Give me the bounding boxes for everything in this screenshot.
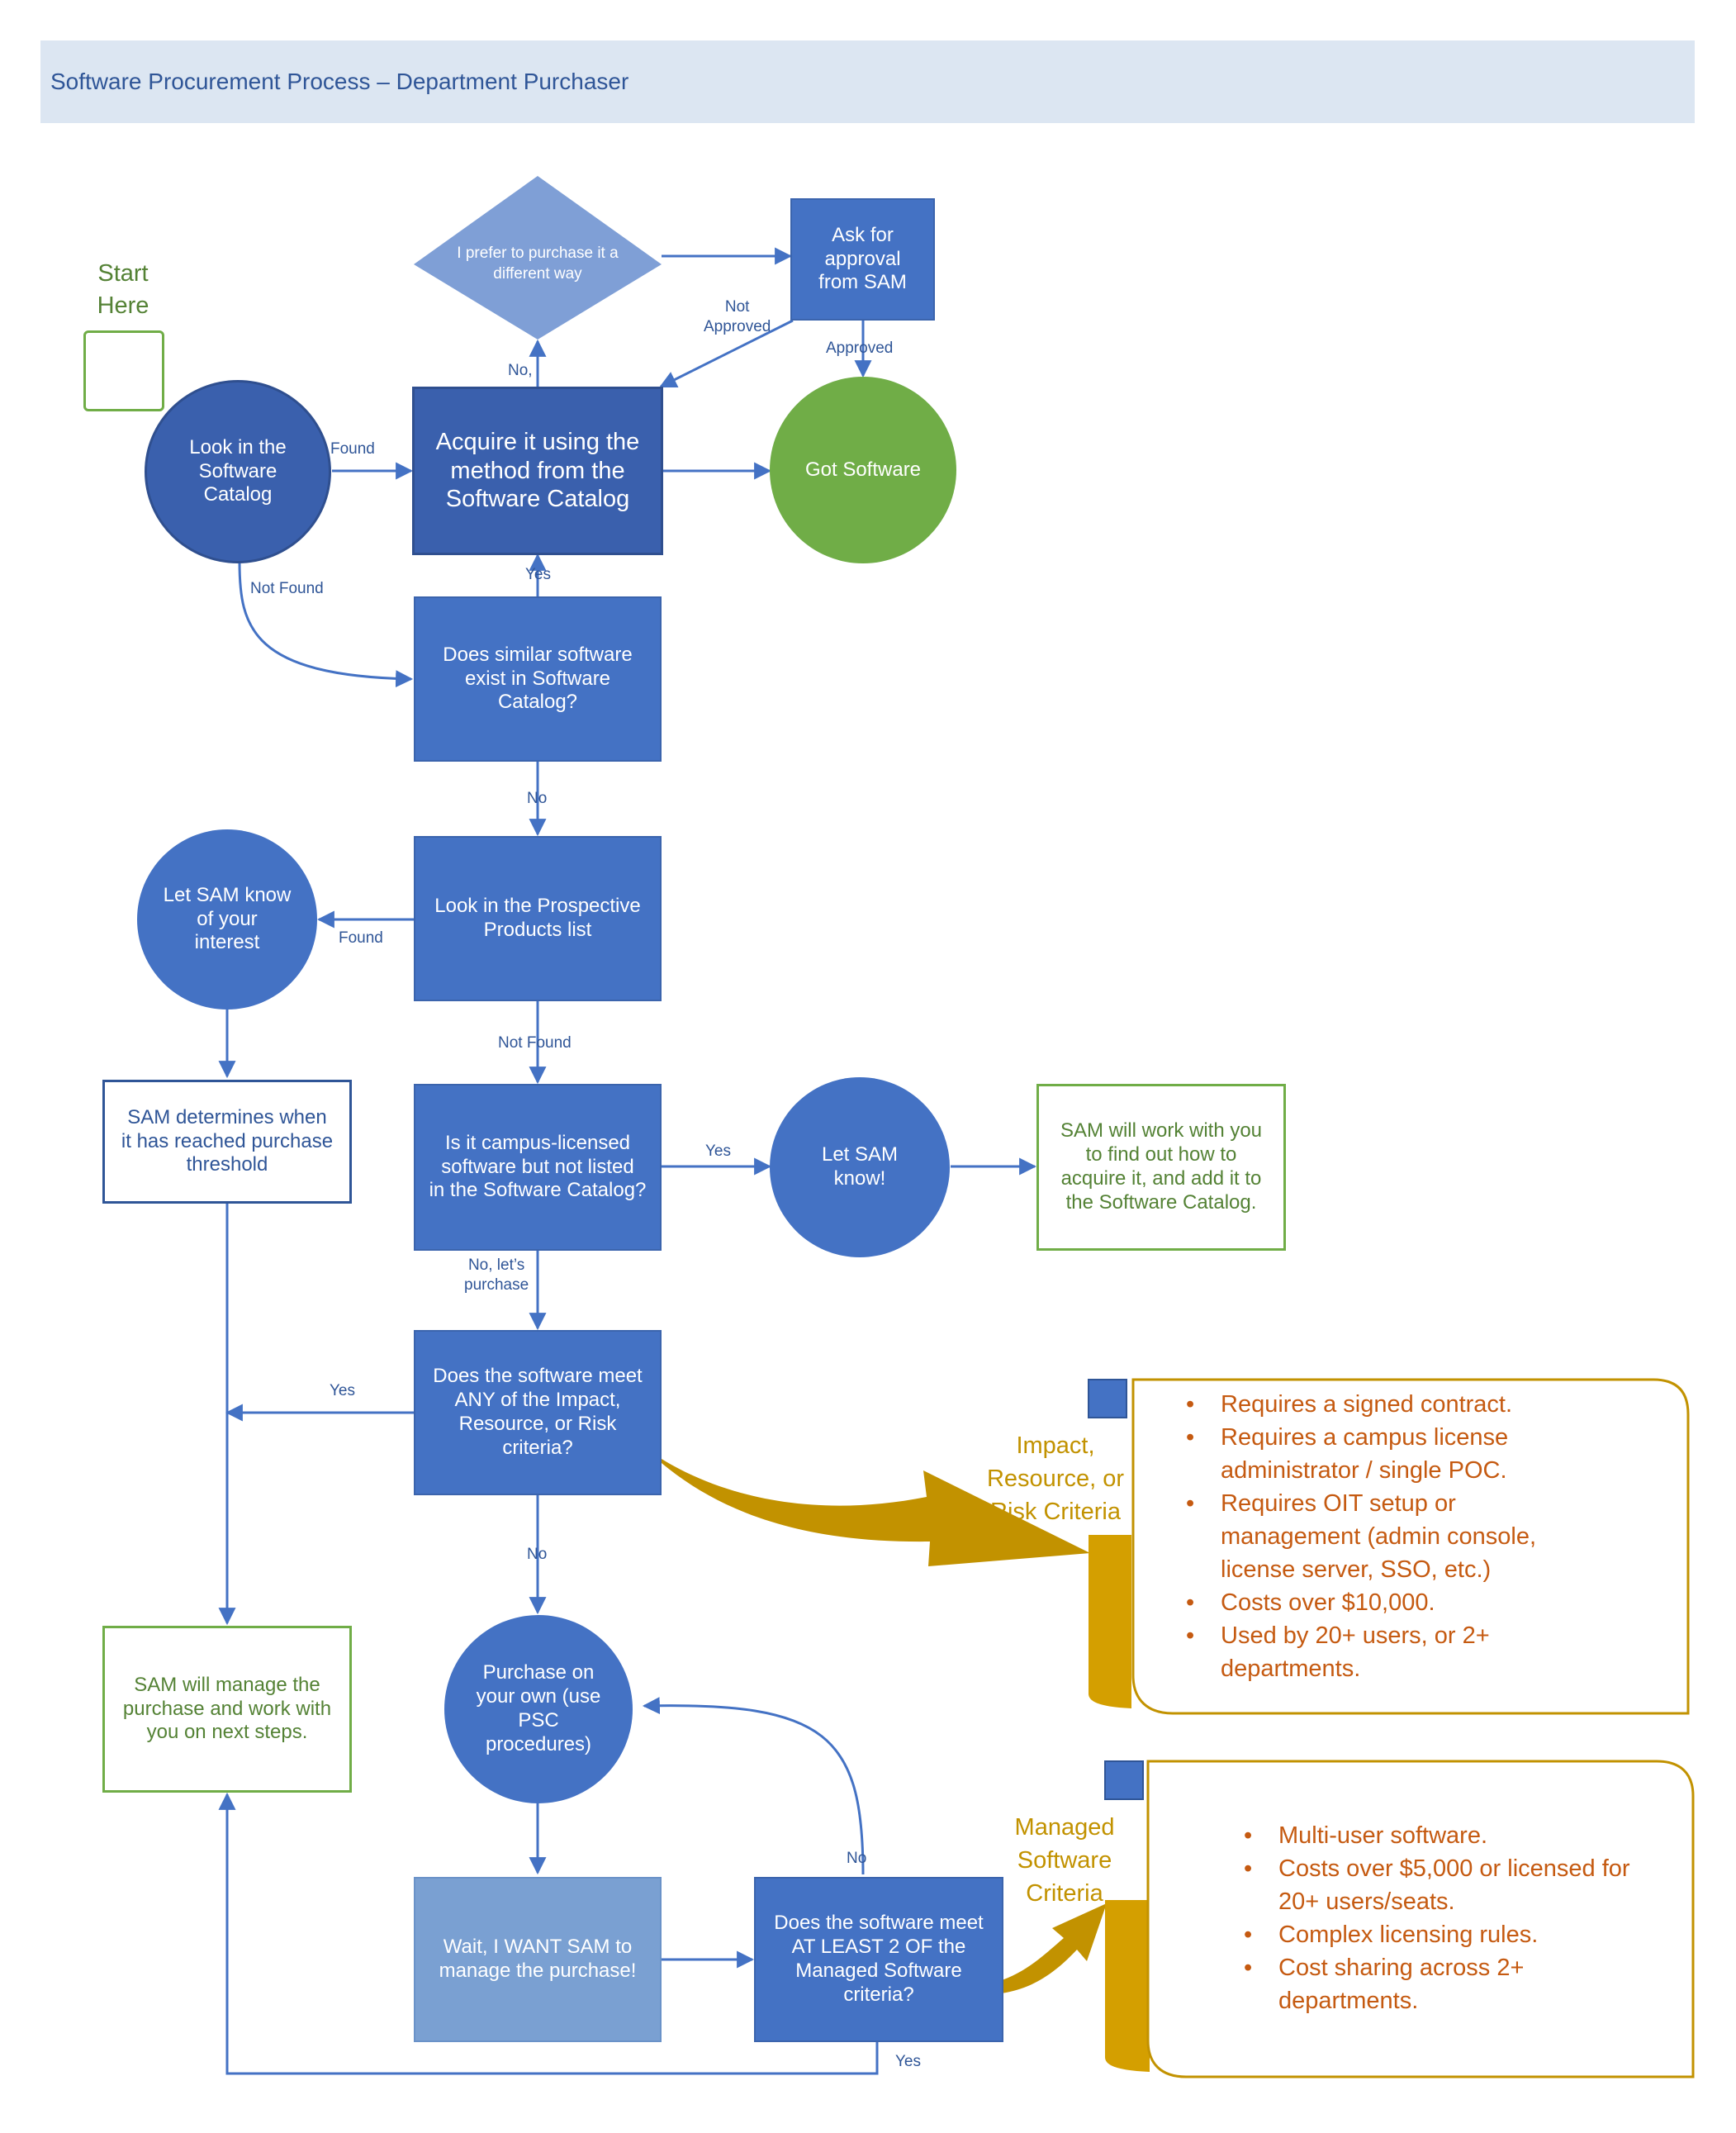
start-here-label: Start Here bbox=[97, 260, 149, 320]
edge-label-no-lets-purchase: No, let’s purchase bbox=[464, 1257, 529, 1294]
node-acquire-from-catalog: Acquire it using the method from the Sof… bbox=[412, 387, 663, 555]
node-ask-approval: Ask for approval from SAM bbox=[790, 198, 935, 321]
node-sam-work-with-you: SAM will work with you to find out how t… bbox=[1036, 1084, 1286, 1251]
edge-label-not-approved: Not Approved bbox=[704, 298, 771, 335]
node-let-sam-know: Let SAM know! bbox=[770, 1077, 950, 1257]
node-campus-licensed: Is it campus-licensed software but not l… bbox=[414, 1084, 662, 1251]
edge-label-no-similar: No bbox=[527, 790, 548, 807]
arrow-catalog-to-similar bbox=[238, 561, 414, 688]
node-got-software: Got Software bbox=[770, 377, 956, 563]
managed-criteria-item: Cost sharing across 2+ departments. bbox=[1239, 1951, 1644, 2017]
edge-label-yes-meet-any: Yes bbox=[330, 1382, 355, 1399]
impact-criteria-item: Requires a signed contract. bbox=[1181, 1388, 1577, 1421]
edge-label-not-found-prospective: Not Found bbox=[498, 1034, 572, 1052]
impact-criteria-label: Impact, Resource, or Risk Criteria bbox=[986, 1432, 1124, 1526]
managed-criteria-label: Managed Software Criteria bbox=[1014, 1814, 1115, 1907]
node-sam-determines-threshold: SAM determines when it has reached purch… bbox=[102, 1080, 352, 1204]
edge-label-found-prospective: Found bbox=[339, 929, 383, 947]
impact-criteria-list: Requires a signed contract. Requires a c… bbox=[1181, 1388, 1577, 1685]
managed-criteria-arrow bbox=[975, 1903, 1107, 1995]
managed-criteria-item: Costs over $5,000 or licensed for 20+ us… bbox=[1239, 1852, 1644, 1918]
impact-criteria-item: Requires a campus license administrator … bbox=[1181, 1421, 1577, 1487]
arrow-ask-to-acquire bbox=[659, 319, 794, 388]
node-wait-want-sam: Wait, I WANT SAM to manage the purchase! bbox=[414, 1877, 662, 2042]
managed-criteria-item: Multi-user software. bbox=[1239, 1819, 1644, 1852]
edge-label-approved: Approved bbox=[826, 340, 894, 357]
node-sam-manage-purchase: SAM will manage the purchase and work wi… bbox=[102, 1626, 352, 1793]
node-look-in-catalog: Look in the Software Catalog bbox=[145, 380, 331, 563]
decision-diamond bbox=[414, 176, 662, 340]
node-prospective-products: Look in the Prospective Products list bbox=[414, 836, 662, 1001]
managed-criteria-list: Multi-user software. Costs over $5,000 o… bbox=[1239, 1819, 1644, 2017]
arrow-meettwo-no-to-purchaseown bbox=[642, 1697, 865, 1875]
edge-label-no-meet-two: No bbox=[847, 1850, 867, 1867]
curved-arrow-icon bbox=[83, 330, 164, 411]
node-let-sam-know-interest: Let SAM know of your interest bbox=[137, 829, 317, 1009]
arrow-meettwo-yes-to-manage bbox=[218, 1792, 879, 2075]
title-banner: Software Procurement Process – Departmen… bbox=[40, 40, 1695, 123]
edge-label-no-prefer: No, bbox=[508, 362, 533, 379]
edge-label-no-meet-any: No bbox=[527, 1546, 548, 1563]
impact-criteria-item: Requires OIT setup or management (admin … bbox=[1181, 1487, 1577, 1586]
edge-label-yes-campus: Yes bbox=[705, 1143, 731, 1160]
edge-label-yes-similar: Yes bbox=[525, 566, 551, 583]
impact-criteria-item: Costs over $10,000. bbox=[1181, 1586, 1577, 1619]
node-meet-two-criteria: Does the software meet AT LEAST 2 OF the… bbox=[754, 1877, 1003, 2042]
node-prefer-other-way: I prefer to purchase it a different way bbox=[457, 245, 619, 283]
node-purchase-on-own: Purchase on your own (use PSC procedures… bbox=[444, 1615, 633, 1803]
impact-criteria-arrow bbox=[644, 1447, 1090, 1566]
page-title: Software Procurement Process – Departmen… bbox=[50, 69, 629, 94]
edge-label-not-found-catalog: Not Found bbox=[250, 580, 324, 597]
node-meet-any-criteria: Does the software meet ANY of the Impact… bbox=[414, 1330, 662, 1495]
edge-label-yes-meet-two: Yes bbox=[895, 2053, 921, 2070]
edge-label-found-catalog: Found bbox=[330, 440, 375, 458]
node-similar-software: Does similar software exist in Software … bbox=[414, 596, 662, 762]
impact-criteria-item: Used by 20+ users, or 2+ departments. bbox=[1181, 1619, 1577, 1685]
managed-criteria-item: Complex licensing rules. bbox=[1239, 1918, 1644, 1951]
